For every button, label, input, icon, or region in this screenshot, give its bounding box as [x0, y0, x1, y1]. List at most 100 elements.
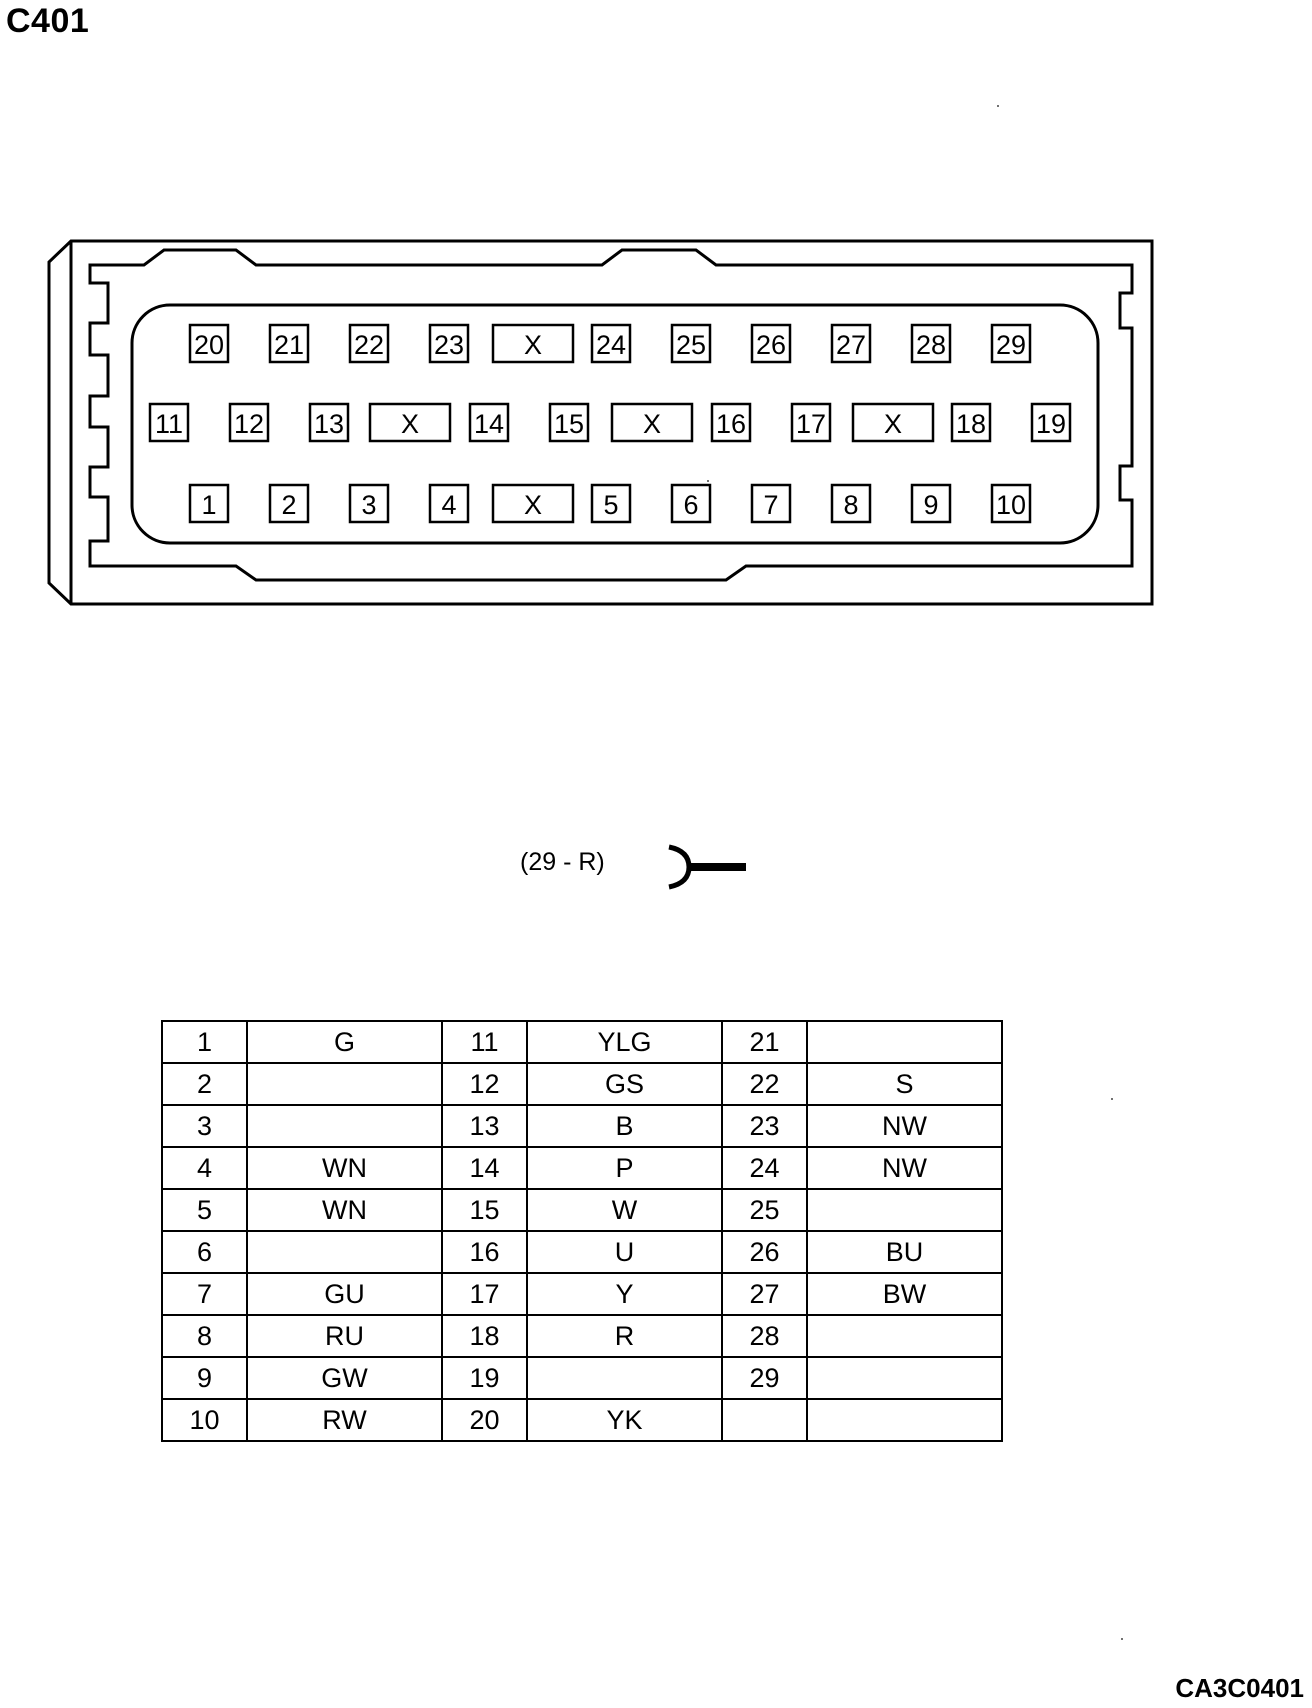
speck	[707, 480, 709, 482]
pin-box: 25	[670, 323, 712, 364]
pin-number-cell: 22	[721, 1062, 808, 1106]
pin-number-cell: 19	[441, 1356, 528, 1400]
pin-number-cell: 1	[161, 1020, 248, 1064]
pin-label: 1	[201, 490, 216, 520]
pin-label: 23	[434, 330, 464, 360]
pin-box: 6	[670, 483, 712, 524]
wire-color-cell: YLG	[526, 1020, 723, 1064]
pin-label: 12	[234, 409, 264, 439]
blank-cavity: X	[491, 483, 575, 524]
pin-number-cell	[721, 1398, 808, 1442]
pin-number-cell: 26	[721, 1230, 808, 1274]
wire-color-cell: WN	[246, 1188, 443, 1232]
drawing-code: CA3C0401	[1175, 1673, 1304, 1703]
wire-color-cell	[806, 1188, 1003, 1232]
wire-color-cell	[246, 1062, 443, 1106]
pin-number-cell: 17	[441, 1272, 528, 1316]
pin-number-cell: 6	[161, 1230, 248, 1274]
pin-label: 10	[996, 490, 1026, 520]
wire-color-cell: BW	[806, 1272, 1003, 1316]
pin-number-cell: 28	[721, 1314, 808, 1358]
terminal-legend-label: (29 - R)	[520, 848, 605, 876]
pin-box: 21	[268, 323, 310, 364]
pin-box: 1	[188, 483, 230, 524]
pin-box: 4	[428, 483, 470, 524]
pin-label: 2	[281, 490, 296, 520]
pin-box: 10	[990, 483, 1032, 524]
pin-number-cell: 10	[161, 1398, 248, 1442]
pin-number-cell: 4	[161, 1146, 248, 1190]
pin-label: X	[524, 490, 542, 520]
pin-box: 20	[188, 323, 230, 364]
pin-label: 24	[596, 330, 626, 360]
pin-number-cell: 24	[721, 1146, 808, 1190]
pin-label: 25	[676, 330, 706, 360]
pin-box: 9	[910, 483, 952, 524]
pin-number-cell: 20	[441, 1398, 528, 1442]
pin-label: 13	[314, 409, 344, 439]
blank-cavity: X	[368, 402, 452, 443]
pin-label: X	[401, 409, 419, 439]
wire-color-cell	[806, 1356, 1003, 1400]
wire-color-cell	[526, 1356, 723, 1400]
pin-number-cell: 8	[161, 1314, 248, 1358]
pin-number-cell: 7	[161, 1272, 248, 1316]
pin-number-cell: 23	[721, 1104, 808, 1148]
pin-number-cell: 21	[721, 1020, 808, 1064]
speck	[1111, 1098, 1113, 1100]
pin-box: 15	[548, 402, 590, 443]
connector-housing	[47, 239, 1154, 606]
wire-color-cell: RW	[246, 1398, 443, 1442]
blank-cavity: X	[851, 402, 935, 443]
wire-color-cell: S	[806, 1062, 1003, 1106]
pin-box: 8	[830, 483, 872, 524]
pin-box: 16	[710, 402, 752, 443]
pin-box: 11	[148, 402, 190, 443]
wire-color-cell: YK	[526, 1398, 723, 1442]
pin-label: 27	[836, 330, 866, 360]
pin-label: 4	[441, 490, 456, 520]
wire-color-cell	[246, 1230, 443, 1274]
pin-number-cell: 18	[441, 1314, 528, 1358]
pin-number-cell: 29	[721, 1356, 808, 1400]
pin-label: X	[884, 409, 902, 439]
wire-color-cell: NW	[806, 1146, 1003, 1190]
wire-color-cell: Y	[526, 1272, 723, 1316]
pin-label: 28	[916, 330, 946, 360]
pin-number-cell: 13	[441, 1104, 528, 1148]
pin-number-cell: 12	[441, 1062, 528, 1106]
pin-box: 12	[228, 402, 270, 443]
pin-number-cell: 9	[161, 1356, 248, 1400]
pin-number-cell: 2	[161, 1062, 248, 1106]
pin-box: 28	[910, 323, 952, 364]
pin-box: 13	[308, 402, 350, 443]
pin-label: 9	[923, 490, 938, 520]
pin-box: 22	[348, 323, 390, 364]
wire-color-cell	[806, 1398, 1003, 1442]
pin-box: 24	[590, 323, 632, 364]
pin-label: X	[643, 409, 661, 439]
wire-color-cell: W	[526, 1188, 723, 1232]
wire-color-cell: NW	[806, 1104, 1003, 1148]
pin-box: 23	[428, 323, 470, 364]
pin-label: 11	[155, 409, 183, 439]
connector-title: C401	[6, 2, 90, 40]
pin-label: 6	[683, 490, 698, 520]
wire-color-cell: G	[246, 1020, 443, 1064]
wire-color-cell: GW	[246, 1356, 443, 1400]
wire-color-cell: GU	[246, 1272, 443, 1316]
pin-box: 2	[268, 483, 310, 524]
pin-label: X	[524, 330, 542, 360]
pin-box: 7	[750, 483, 792, 524]
pin-number-cell: 25	[721, 1188, 808, 1232]
speck	[997, 105, 999, 107]
